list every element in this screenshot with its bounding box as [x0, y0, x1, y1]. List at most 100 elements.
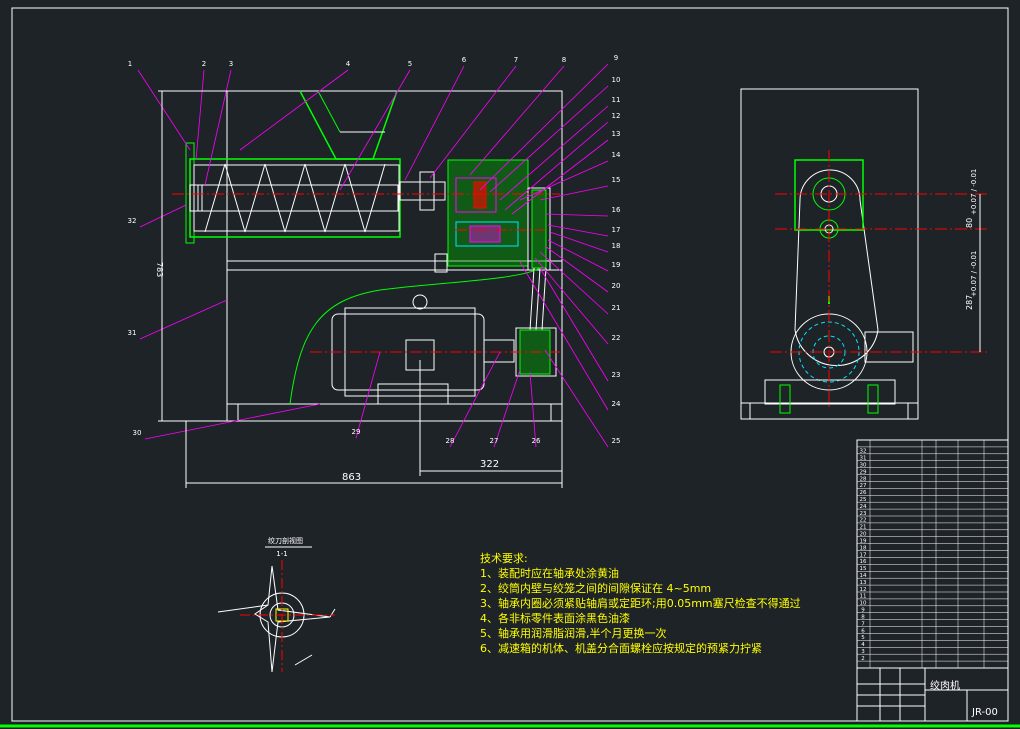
bom-row-number: 30	[860, 462, 867, 468]
note-item: 5、轴承用润滑脂润滑,半个月更换一次	[480, 627, 667, 640]
bom-row-number: 7	[861, 621, 865, 627]
dim-side-1: 80	[965, 218, 974, 228]
bom-row-number: 32	[860, 449, 867, 455]
technical-requirements: 技术要求: 1、装配时应在轴承处涂黄油 2、绞筒内壁与绞笼之间的间隙保证在 4~…	[480, 551, 801, 656]
balloon-number: 19	[612, 261, 621, 269]
balloon-number: 27	[490, 437, 499, 445]
balloon-number: 18	[612, 242, 621, 250]
bom-row-number: 8	[861, 614, 865, 620]
leader-line	[239, 69, 349, 151]
balloon-number: 13	[612, 130, 621, 138]
bom-row-number: 20	[860, 532, 867, 538]
leader-line	[489, 85, 609, 193]
note-item: 4、各非标零件表面涂黑色油漆	[480, 612, 630, 625]
leader-line	[539, 185, 609, 201]
leader-line	[339, 69, 411, 191]
leader-line	[479, 63, 609, 191]
knife-section-view	[217, 546, 336, 673]
front-dimensions	[158, 90, 563, 488]
leader-line	[355, 351, 381, 439]
leader-line	[429, 65, 517, 179]
bom-row-number: 18	[860, 545, 867, 551]
balloon-number: 1	[128, 60, 132, 68]
leader-line	[529, 371, 537, 448]
bom-row-number: 27	[860, 483, 867, 489]
bom-row-number: 3	[861, 649, 865, 655]
bom-row-number: 24	[860, 504, 867, 510]
balloon-number: 10	[612, 76, 621, 84]
leader-line	[544, 245, 609, 293]
dim-motor-offset: 322	[480, 459, 499, 470]
leader-line	[469, 65, 565, 176]
balloon-number: 11	[612, 96, 621, 104]
balloon-number: 14	[612, 151, 621, 159]
balloon-number: 23	[612, 371, 621, 379]
bom-row-number: 2	[861, 656, 865, 662]
balloon-number: 25	[612, 437, 621, 445]
drawing-border	[11, 7, 1009, 722]
balloon-number: 15	[612, 176, 621, 184]
bom-row-number: 12	[860, 587, 867, 593]
front-view	[172, 90, 563, 422]
leader-line	[499, 105, 609, 201]
leader-line	[144, 403, 321, 440]
bom-row-number: 26	[860, 490, 867, 496]
bom-row-number: 9	[861, 608, 865, 614]
note-item: 1、装配时应在轴承处涂黄油	[480, 567, 619, 580]
note-item: 6、减速箱的机体、机盖分合面螺栓应按规定的预紧力拧紧	[480, 642, 762, 655]
leader-line	[519, 261, 609, 411]
balloon-number: 31	[128, 329, 137, 337]
leader-line	[139, 299, 228, 340]
dim-overall-width: 863	[342, 472, 361, 483]
balloon-number: 30	[133, 429, 142, 437]
balloon-number: 21	[612, 304, 621, 312]
section-label: 绞刀剖视图	[268, 536, 303, 545]
leader-line	[504, 121, 609, 211]
balloon-number: 8	[562, 56, 566, 64]
note-item: 2、绞筒内壁与绞笼之间的间隙保证在 4~5mm	[480, 582, 712, 595]
balloon-number: 20	[612, 282, 621, 290]
leader-line	[547, 224, 609, 237]
bom-row-number: 11	[860, 594, 867, 600]
note-item: 3、轴承内圈必须紧贴轴肩或定距环;用0.05mm塞尺检查不得通过	[480, 597, 801, 610]
dim-side-1-tol: +0.07 / -0.01	[970, 169, 978, 215]
bom-row-number: 21	[860, 525, 867, 531]
leader-line	[493, 369, 521, 448]
bom-row-number: 5	[861, 635, 865, 641]
balloon-number: 7	[514, 56, 518, 64]
dim-frame-height: 783	[155, 262, 164, 277]
bom-row-number: 16	[860, 559, 867, 565]
balloon-number: 12	[612, 112, 621, 120]
parts-list-table: 3231302928272625242322212019181716151413…	[856, 439, 1009, 669]
balloon-number: 4	[346, 60, 351, 68]
balloon-number: 28	[446, 437, 455, 445]
leader-line	[544, 349, 609, 448]
bom-row-number: 10	[860, 601, 867, 607]
balloon-number: 22	[612, 334, 621, 342]
balloon-number: 32	[128, 217, 137, 225]
bom-row-number: 14	[860, 573, 867, 579]
bom-row-number: 17	[860, 552, 867, 558]
balloon-number: 5	[408, 60, 412, 68]
leader-line	[534, 257, 609, 345]
bom-row-number: 4	[861, 642, 865, 648]
bom-row-number: 15	[860, 566, 867, 572]
balloon-number: 17	[612, 226, 621, 234]
bom-row-number: 31	[860, 456, 867, 462]
balloon-number: 29	[352, 428, 361, 436]
bom-row-number: 28	[860, 476, 867, 482]
title-block	[856, 667, 1009, 722]
leader-line	[137, 69, 191, 151]
side-view	[740, 88, 990, 420]
notes-heading: 技术要求:	[480, 552, 528, 565]
leader-line	[449, 351, 501, 448]
bom-row-number: 23	[860, 511, 867, 517]
dim-side-2-tol: +0.07 / -0.01	[970, 251, 978, 297]
bom-row-number: 6	[861, 628, 865, 634]
bom-row-number: 25	[860, 497, 867, 503]
leader-line	[549, 231, 609, 253]
leader-line	[195, 69, 205, 161]
dim-side-2: 287	[965, 295, 974, 310]
balloon-number: 16	[612, 206, 621, 214]
